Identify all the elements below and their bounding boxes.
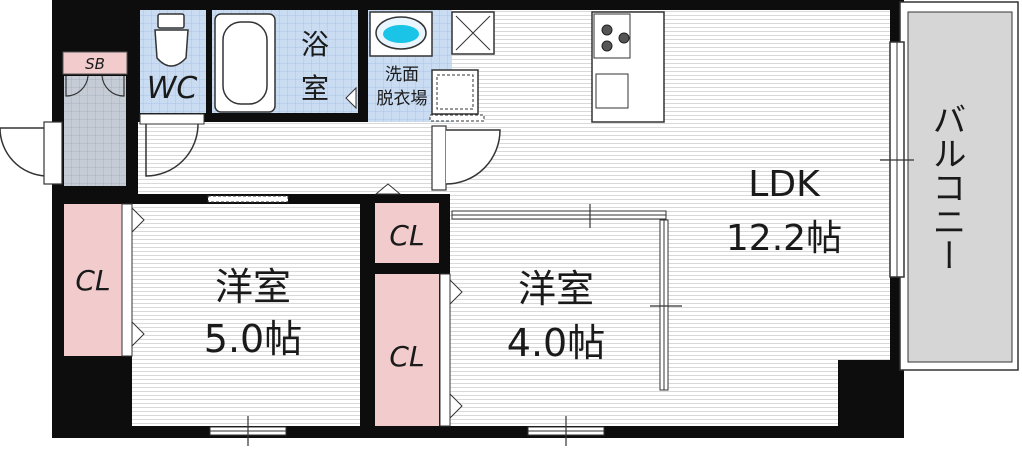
sink-icon: [595, 73, 629, 109]
pillar: [838, 360, 892, 426]
wc-door: [139, 113, 205, 177]
ldk-lower-floor: [662, 220, 838, 426]
stove-icon: [601, 24, 630, 52]
corridor-floor: [138, 122, 450, 194]
toilet-icon: [154, 13, 189, 67]
washbasin-icon: [369, 11, 433, 57]
washing-machine-space: [431, 69, 479, 115]
closet-left-label: CL: [75, 264, 110, 297]
window-room-b: [527, 416, 605, 446]
ldk-size: 12.2帖: [726, 218, 842, 259]
sliding-door-ldk: [650, 219, 682, 391]
storage-x-box: [451, 11, 495, 55]
western-room-b-label: 洋室: [518, 267, 594, 311]
entrance-door: [0, 121, 63, 185]
closet-lower: [375, 274, 439, 426]
washroom-label-1: 洗面: [385, 65, 419, 85]
balcony: [899, 1, 1019, 371]
bath-label-1: 浴: [301, 28, 329, 61]
shoebox-door: [65, 75, 125, 97]
ldk-door: [431, 125, 501, 191]
closet-lower-label: CL: [389, 340, 424, 373]
closet-doors: [121, 183, 463, 427]
bath-door: [345, 86, 357, 110]
closet-upper: [375, 203, 439, 263]
washroom-label-2: 脱衣場: [377, 89, 428, 109]
bath-label-2: 室: [301, 72, 329, 105]
western-room-b-floor: [452, 220, 662, 426]
window-room-a: [209, 416, 287, 446]
closet-upper-label: CL: [389, 219, 424, 252]
western-room-a-label: 洋室: [215, 265, 291, 309]
closet-left: [64, 204, 122, 356]
western-room-b-size: 4.0帖: [507, 321, 605, 365]
shoebox: [62, 51, 128, 75]
wc-label: WC: [147, 71, 198, 106]
western-room-a-floor: [132, 204, 360, 426]
western-room-a-size: 5.0帖: [204, 317, 302, 361]
sliding-door-room-b: [451, 204, 667, 228]
entrance-floor: [64, 76, 126, 186]
ldk-label: LDK: [748, 164, 821, 205]
kitchen-counter: [591, 11, 665, 123]
shoebox-label: SB: [85, 55, 105, 73]
balcony-label: バルコニー: [926, 102, 966, 272]
bathtub-icon: [214, 13, 276, 113]
